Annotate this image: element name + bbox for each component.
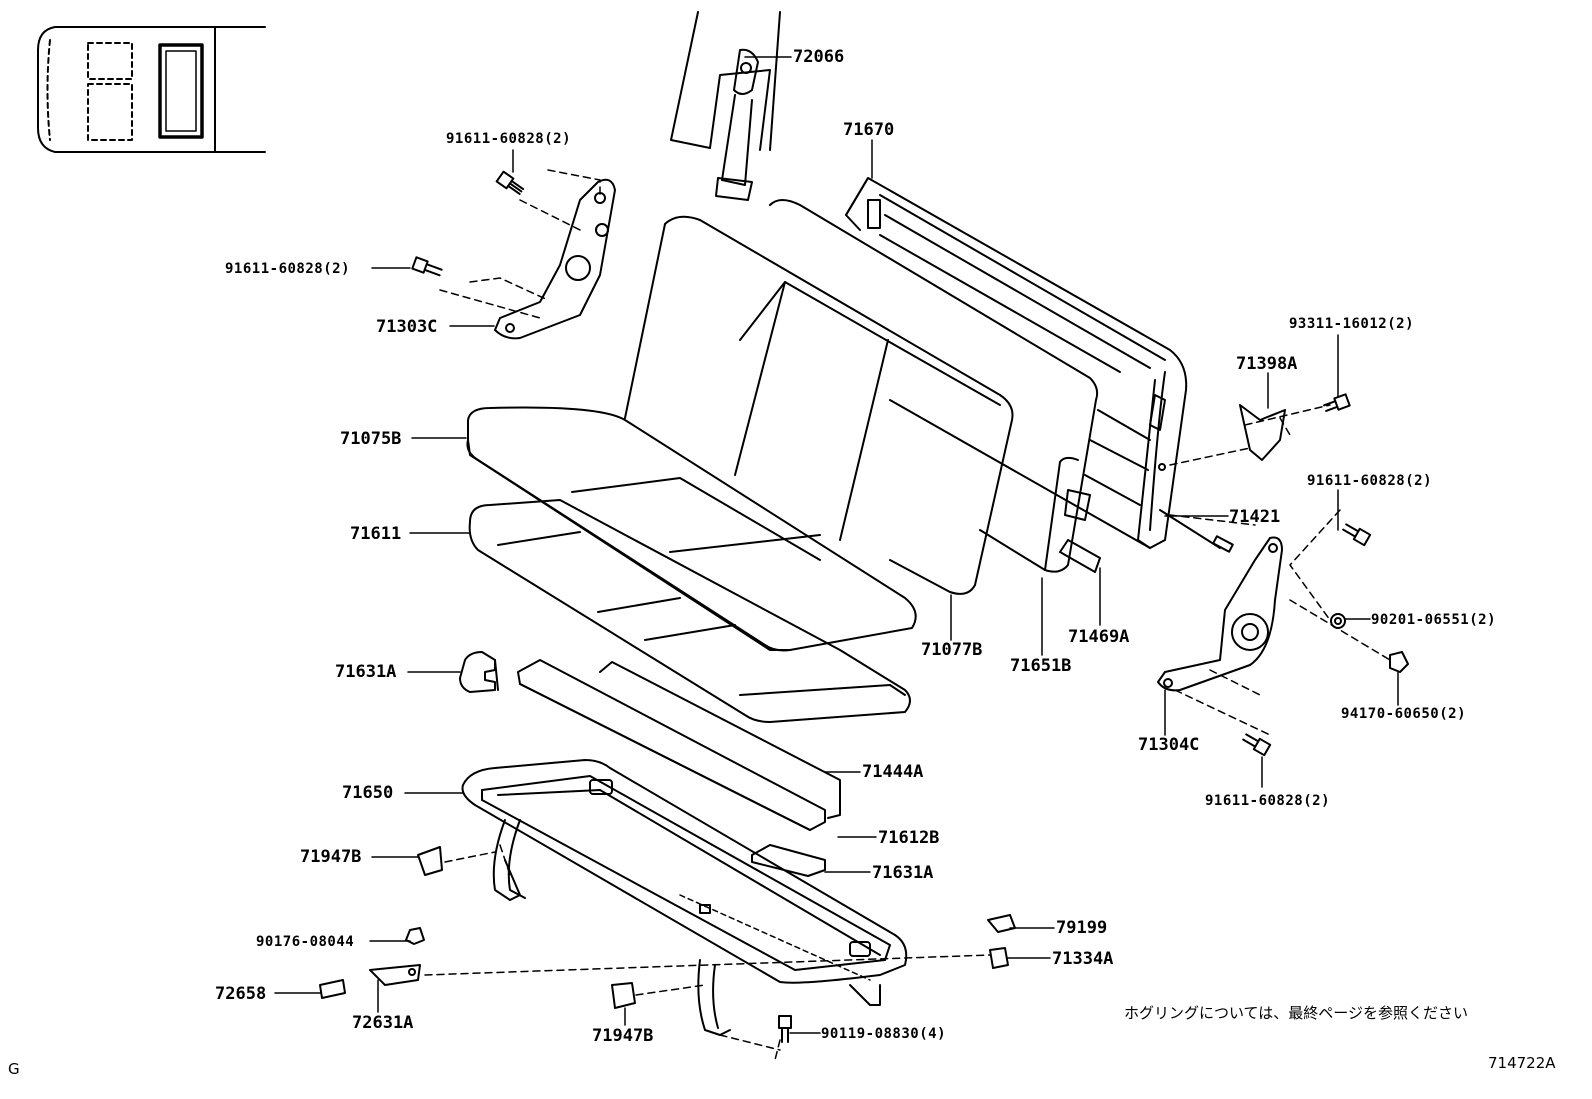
label-79199: 79199 (1056, 918, 1108, 938)
label-91611-60828-right: 91611-60828(2) (1307, 473, 1433, 489)
label-71469A: 71469A (1068, 627, 1130, 647)
right-hinge-drawing (1158, 538, 1282, 691)
label-71334A: 71334A (1052, 949, 1114, 969)
label-93311-16012: 93311-16012(2) (1289, 316, 1415, 332)
seat-frame-drawing (463, 760, 907, 1035)
label-71303C: 71303C (376, 317, 438, 337)
label-91611-60828-bottom: 91611-60828(2) (1205, 793, 1331, 809)
label-71612B: 71612B (878, 828, 940, 848)
rail-strip-drawing (1060, 540, 1100, 572)
label-71304C: 71304C (1138, 735, 1200, 755)
seatback-pad-drawing (770, 200, 1097, 572)
label-71670: 71670 (843, 120, 895, 140)
seatbelt-anchor-drawing (671, 12, 780, 200)
hog-ring-note: ホグリングについては、最終ページを参照ください (1124, 1004, 1468, 1022)
seat-cushion-cover-drawing (467, 408, 915, 651)
seat-cushion-pad-drawing (470, 500, 910, 722)
label-90119-08830: 90119-08830(4) (821, 1026, 947, 1042)
assembly-dashed-lines (425, 170, 1390, 1060)
bolt-icons (406, 172, 1408, 1042)
illustration-code: 714722A (1488, 1054, 1556, 1072)
label-71398A: 71398A (1236, 354, 1298, 374)
spacer-block-drawing (460, 652, 498, 692)
label-91611-60828-top: 91611-60828(2) (446, 131, 572, 147)
label-71611: 71611 (350, 524, 402, 544)
label-94170-60650: 94170-60650(2) (1341, 706, 1467, 722)
label-71947B-top: 71947B (300, 847, 362, 867)
left-hinge-drawing (495, 180, 615, 339)
label-71075B: 71075B (340, 429, 402, 449)
label-71631A-bottom: 71631A (872, 863, 934, 883)
label-72066: 72066 (793, 47, 845, 67)
label-71077B: 71077B (921, 640, 983, 660)
label-91611-60828-left: 91611-60828(2) (225, 261, 351, 277)
label-71651B: 71651B (1010, 656, 1072, 676)
label-71947B-bottom: 71947B (592, 1026, 654, 1046)
seatback-cover-drawing (625, 217, 1013, 594)
label-71631A-top: 71631A (335, 662, 397, 682)
label-72658: 72658 (215, 984, 267, 1004)
label-71421: 71421 (1229, 507, 1281, 527)
leader-lines (275, 57, 1398, 1033)
foam-strip-drawing (518, 660, 840, 876)
label-72631A: 72631A (352, 1013, 414, 1033)
bracket-drawing (1240, 405, 1285, 460)
label-90176-08044: 90176-08044 (256, 934, 355, 950)
label-71650: 71650 (342, 783, 394, 803)
corner-marker-left: G (8, 1060, 20, 1078)
seatback-frame-drawing (846, 178, 1186, 548)
label-90201-06551: 90201-06551(2) (1371, 612, 1497, 628)
small-part-icons (320, 847, 1015, 1008)
label-71444A: 71444A (862, 762, 924, 782)
vehicle-locator-icon (38, 27, 265, 152)
